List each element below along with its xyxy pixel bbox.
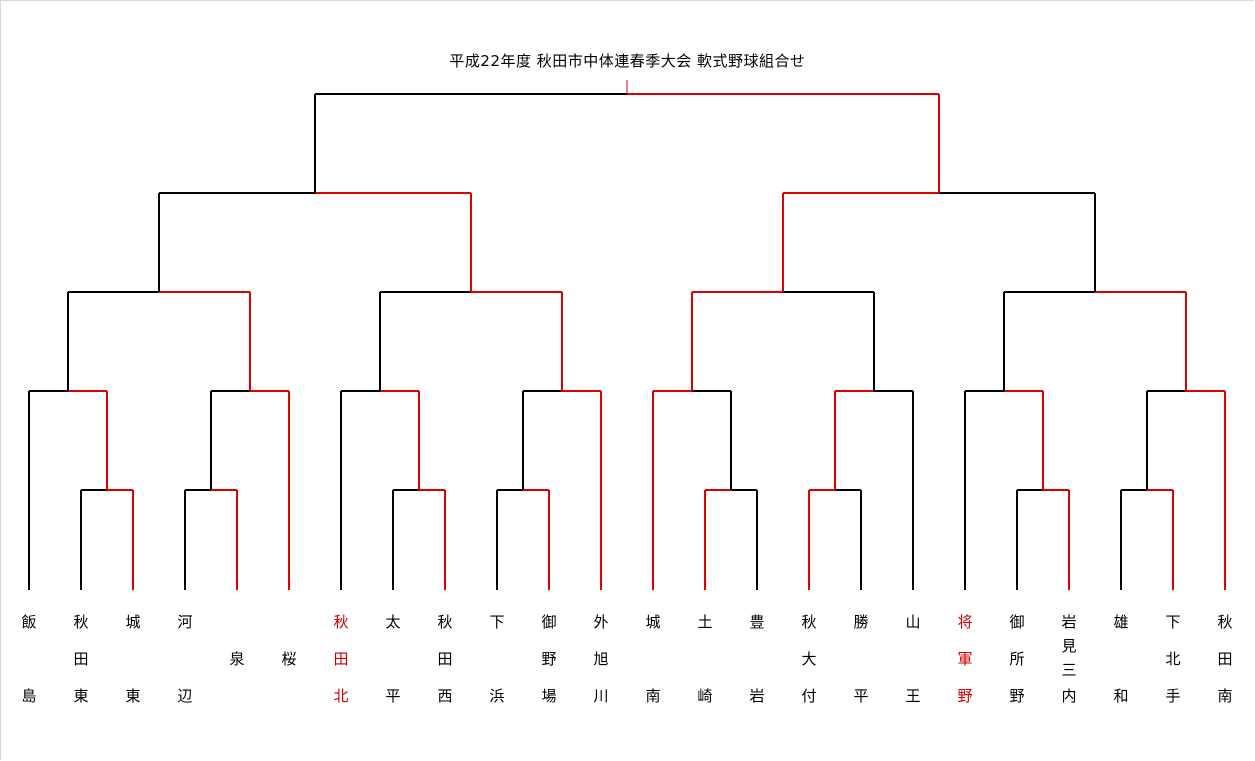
team-name-char: 御 (541, 613, 557, 631)
team-name-char: 場 (541, 687, 557, 705)
team-label: 下北手 (1153, 607, 1193, 717)
team-name-char: 旭 (593, 650, 609, 668)
team-name-char: 東 (73, 687, 89, 705)
team-label: 土崎 (685, 607, 725, 717)
team-name-char: 野 (1009, 687, 1025, 705)
team-name-char: 三 (1061, 661, 1077, 679)
team-name-char: 平 (853, 687, 869, 705)
team-name-char: 土 (697, 613, 713, 631)
team-name-char: 雄 (1113, 613, 1129, 631)
team-name-char: 大 (801, 650, 817, 668)
team-label: 秋田東 (61, 607, 101, 717)
team-name-char: 下 (489, 613, 505, 631)
team-label: 秋田南 (1205, 607, 1245, 717)
team-name-char: 南 (1217, 687, 1233, 705)
team-name-char: 田 (333, 650, 349, 668)
team-label: 将軍野 (945, 607, 985, 717)
team-label: 河辺 (165, 607, 205, 717)
team-label: 泉 (217, 607, 257, 717)
team-name-char: 岩 (749, 687, 765, 705)
team-name-char: 城 (125, 613, 141, 631)
team-label: 岩見三内 (1049, 607, 1089, 717)
team-name-char: 岩 (1061, 613, 1077, 631)
team-label: 豊岩 (737, 607, 777, 717)
team-name-char: 外 (593, 613, 609, 631)
team-label: 秋田西 (425, 607, 465, 717)
team-name-char: 秋 (73, 613, 89, 631)
team-label: 飯島 (9, 607, 49, 717)
team-label: 山王 (893, 607, 933, 717)
team-name-char: 野 (957, 687, 973, 705)
team-name-char: 南 (645, 687, 661, 705)
team-name-char: 川 (593, 687, 609, 705)
team-name-char: 内 (1061, 687, 1077, 705)
team-name-char: 島 (21, 687, 37, 705)
team-name-char: 泉 (229, 650, 245, 668)
team-name-char: 崎 (697, 687, 713, 705)
team-label: 城東 (113, 607, 153, 717)
team-label: 太平 (373, 607, 413, 717)
team-name-char: 将 (957, 613, 973, 631)
team-name-char: 北 (333, 687, 349, 705)
page-title: 平成22年度 秋田市中体連春季大会 軟式野球組合せ (449, 52, 806, 70)
team-name-char: 野 (541, 650, 557, 668)
team-name-char: 所 (1009, 650, 1025, 668)
team-label: 下浜 (477, 607, 517, 717)
team-name-char: 桜 (281, 650, 297, 668)
team-label: 御所野 (997, 607, 1037, 717)
team-name-char: 勝 (853, 613, 869, 631)
team-name-char: 見 (1061, 637, 1077, 655)
team-label: 桜 (269, 607, 309, 717)
team-name-char: 田 (437, 650, 453, 668)
team-name-char: 秋 (1217, 613, 1233, 631)
team-name-char: 王 (905, 687, 921, 705)
team-label: 秋田北 (321, 607, 361, 717)
team-name-char: 田 (73, 650, 89, 668)
team-name-char: 秋 (333, 613, 349, 631)
team-label: 雄和 (1101, 607, 1141, 717)
team-name-char: 浜 (489, 687, 505, 705)
team-name-char: 平 (385, 687, 401, 705)
team-name-char: 豊 (749, 613, 765, 631)
team-name-char: 秋 (801, 613, 817, 631)
team-name-char: 北 (1165, 650, 1181, 668)
team-name-char: 辺 (177, 687, 193, 705)
team-name-char: 東 (125, 687, 141, 705)
team-name-char: 軍 (957, 650, 973, 668)
team-name-char: 河 (177, 613, 193, 631)
team-name-char: 太 (385, 613, 401, 631)
team-name-char: 西 (437, 687, 453, 705)
team-name-char: 田 (1217, 650, 1233, 668)
team-name-char: 付 (801, 687, 817, 705)
team-name-char: 手 (1165, 687, 1181, 705)
team-name-char: 飯 (21, 613, 37, 631)
team-label: 勝平 (841, 607, 881, 717)
team-name-char: 秋 (437, 613, 453, 631)
team-name-char: 城 (645, 613, 661, 631)
team-label: 御野場 (529, 607, 569, 717)
team-name-char: 御 (1009, 613, 1025, 631)
team-name-char: 下 (1165, 613, 1181, 631)
team-label: 外旭川 (581, 607, 621, 717)
team-name-char: 和 (1113, 687, 1129, 705)
team-name-char: 山 (905, 613, 921, 631)
team-label: 秋大付 (789, 607, 829, 717)
team-label: 城南 (633, 607, 673, 717)
